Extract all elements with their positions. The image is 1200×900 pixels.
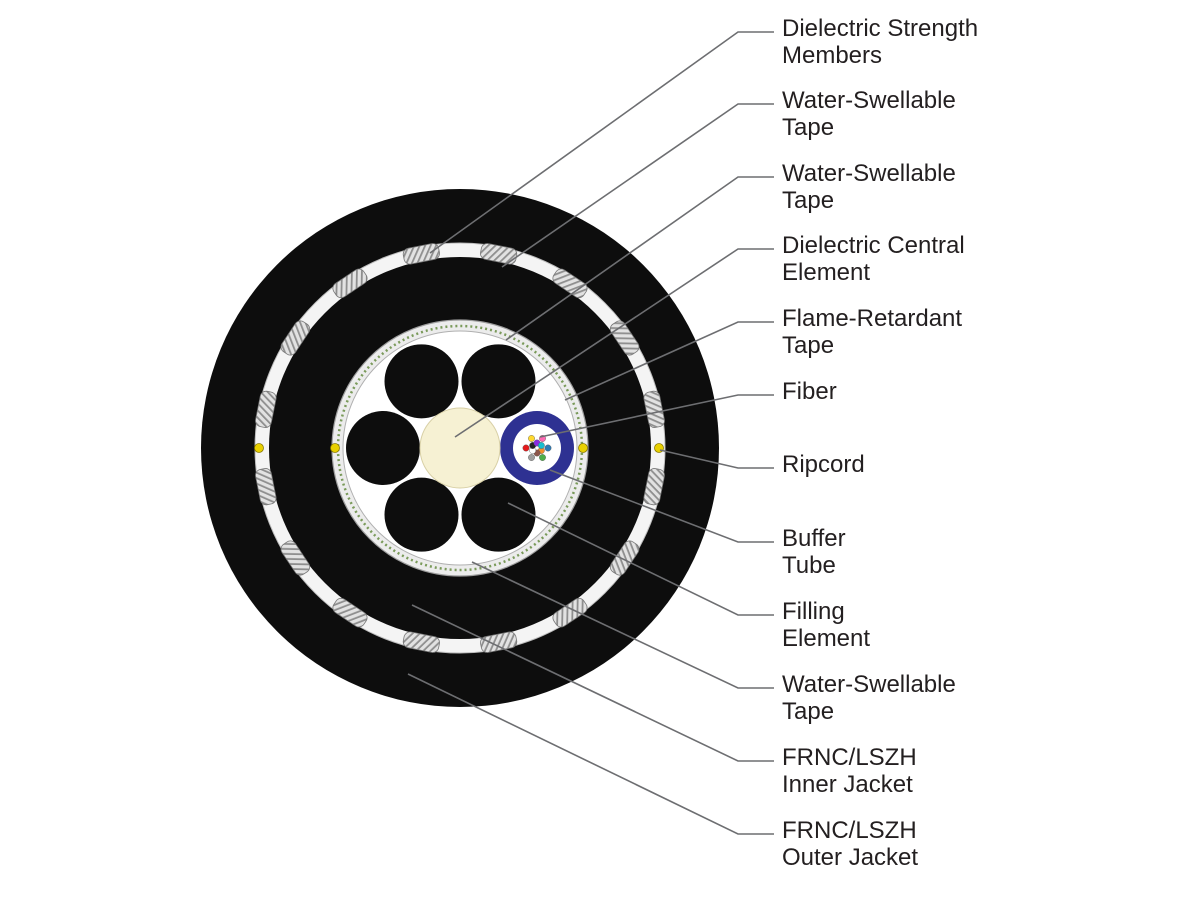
label-line: Filling bbox=[782, 598, 845, 625]
leader-line bbox=[429, 31, 774, 254]
leader-line bbox=[564, 321, 774, 401]
ripcord-icon bbox=[578, 443, 588, 453]
leader-line bbox=[471, 561, 774, 689]
label-line: FRNC/LSZH bbox=[782, 817, 917, 844]
leader-line bbox=[539, 394, 774, 438]
label-line: Flame-Retardant bbox=[782, 305, 962, 332]
filling-element bbox=[461, 344, 536, 419]
leader-line bbox=[549, 469, 774, 543]
strength-member-icon bbox=[332, 597, 368, 628]
label-line: FRNC/LSZH bbox=[782, 744, 917, 771]
label-fiber: Fiber bbox=[782, 378, 837, 405]
dielectric-central-element bbox=[419, 407, 501, 489]
strength-member-icon bbox=[255, 468, 277, 506]
fiber-icon bbox=[537, 442, 545, 449]
label-line: Water-Swellable bbox=[782, 160, 956, 187]
label-line: Tape bbox=[782, 187, 834, 214]
strength-member-icon bbox=[280, 540, 311, 576]
label-line: Fiber bbox=[782, 378, 837, 405]
leader-line bbox=[501, 103, 774, 268]
label-line: Water-Swellable bbox=[782, 671, 956, 698]
label-ripcord: Ripcord bbox=[782, 451, 865, 478]
strength-member-icon bbox=[332, 268, 368, 299]
strength-member-icon bbox=[280, 320, 311, 356]
label-line: Element bbox=[782, 625, 870, 652]
strength-member-icon bbox=[255, 390, 277, 428]
filling-element bbox=[461, 477, 536, 552]
fiber-icon bbox=[528, 454, 535, 461]
leader-line bbox=[411, 604, 774, 762]
ripcord-icon bbox=[330, 443, 340, 453]
label-line: Water-Swellable bbox=[782, 87, 956, 114]
label-line: Tape bbox=[782, 332, 834, 359]
leader-line bbox=[659, 449, 774, 469]
label-line: Tape bbox=[782, 114, 834, 141]
label-line: Inner Jacket bbox=[782, 771, 913, 798]
fiber-icon bbox=[528, 435, 535, 442]
leader-line bbox=[407, 673, 774, 835]
strength-member-icon bbox=[480, 631, 518, 653]
label-line: Element bbox=[782, 259, 870, 286]
filling-element bbox=[384, 344, 459, 419]
ripcord-icon bbox=[254, 443, 264, 453]
leader-line bbox=[505, 176, 774, 341]
leader-line bbox=[454, 248, 774, 438]
fiber-icon bbox=[539, 454, 546, 461]
label-line: Tape bbox=[782, 698, 834, 725]
label-line: Ripcord bbox=[782, 451, 865, 478]
strength-member-icon bbox=[643, 390, 665, 428]
strength-member-icon bbox=[643, 468, 665, 506]
label-line: Buffer bbox=[782, 525, 846, 552]
filling-element bbox=[384, 477, 459, 552]
fiber-icon bbox=[544, 444, 552, 452]
strength-member-icon bbox=[402, 631, 440, 653]
cable-cross-section bbox=[201, 189, 719, 707]
strength-member-icon bbox=[402, 243, 440, 265]
label-line: Members bbox=[782, 42, 882, 69]
label-line: Tube bbox=[782, 552, 836, 579]
filling-element bbox=[346, 411, 420, 485]
buffer-tube-gel bbox=[513, 424, 561, 472]
label-line: Dielectric Strength bbox=[782, 15, 978, 42]
label-line: Outer Jacket bbox=[782, 844, 918, 871]
label-line: Dielectric Central bbox=[782, 232, 965, 259]
leader-lines bbox=[407, 31, 774, 835]
strength-member-icon bbox=[552, 268, 588, 299]
fiber-icon bbox=[522, 444, 530, 452]
leader-line bbox=[507, 502, 774, 616]
